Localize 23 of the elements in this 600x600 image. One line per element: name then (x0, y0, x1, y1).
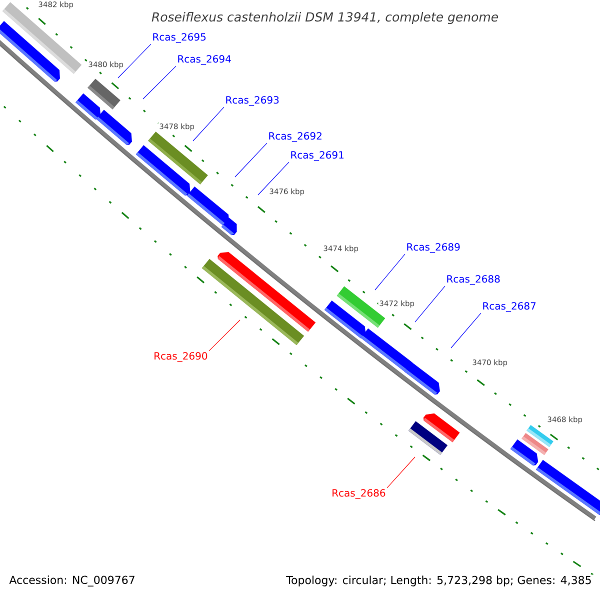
footer-text: Topology: circular; Length: 5,723,298 bp; Genes: 4,385 (285, 574, 593, 588)
gene-label: Rcas_2691 (291, 151, 344, 161)
title: Roseiflexus castenholzii DSM 13941, complete genome (152, 12, 498, 24)
leader-line (234, 142, 268, 178)
gene-label: Rcas_2689 (407, 243, 460, 253)
gene-label: Rcas_2694 (178, 55, 231, 65)
leader-line (192, 106, 224, 142)
gene-label: Rcas_2695 (153, 33, 206, 43)
leader-line (386, 456, 416, 488)
gene-label: Rcas_2687 (483, 302, 536, 312)
leader-line (374, 254, 406, 290)
leader-line (118, 44, 152, 78)
gene-label: Rcas_2690 (154, 352, 208, 362)
leader-line (414, 286, 446, 322)
gene-label: Rcas_2693 (226, 96, 279, 106)
leader-line (142, 66, 176, 100)
leader-line (450, 312, 482, 348)
gene-label: Rcas_2686 (332, 489, 386, 499)
gene-label: Rcas_2692 (269, 132, 322, 142)
leader-line (208, 320, 240, 352)
gene-label: Rcas_2688 (447, 275, 500, 285)
leader-line (258, 162, 290, 196)
footer-text: Accession: NC_009767 (8, 574, 136, 588)
